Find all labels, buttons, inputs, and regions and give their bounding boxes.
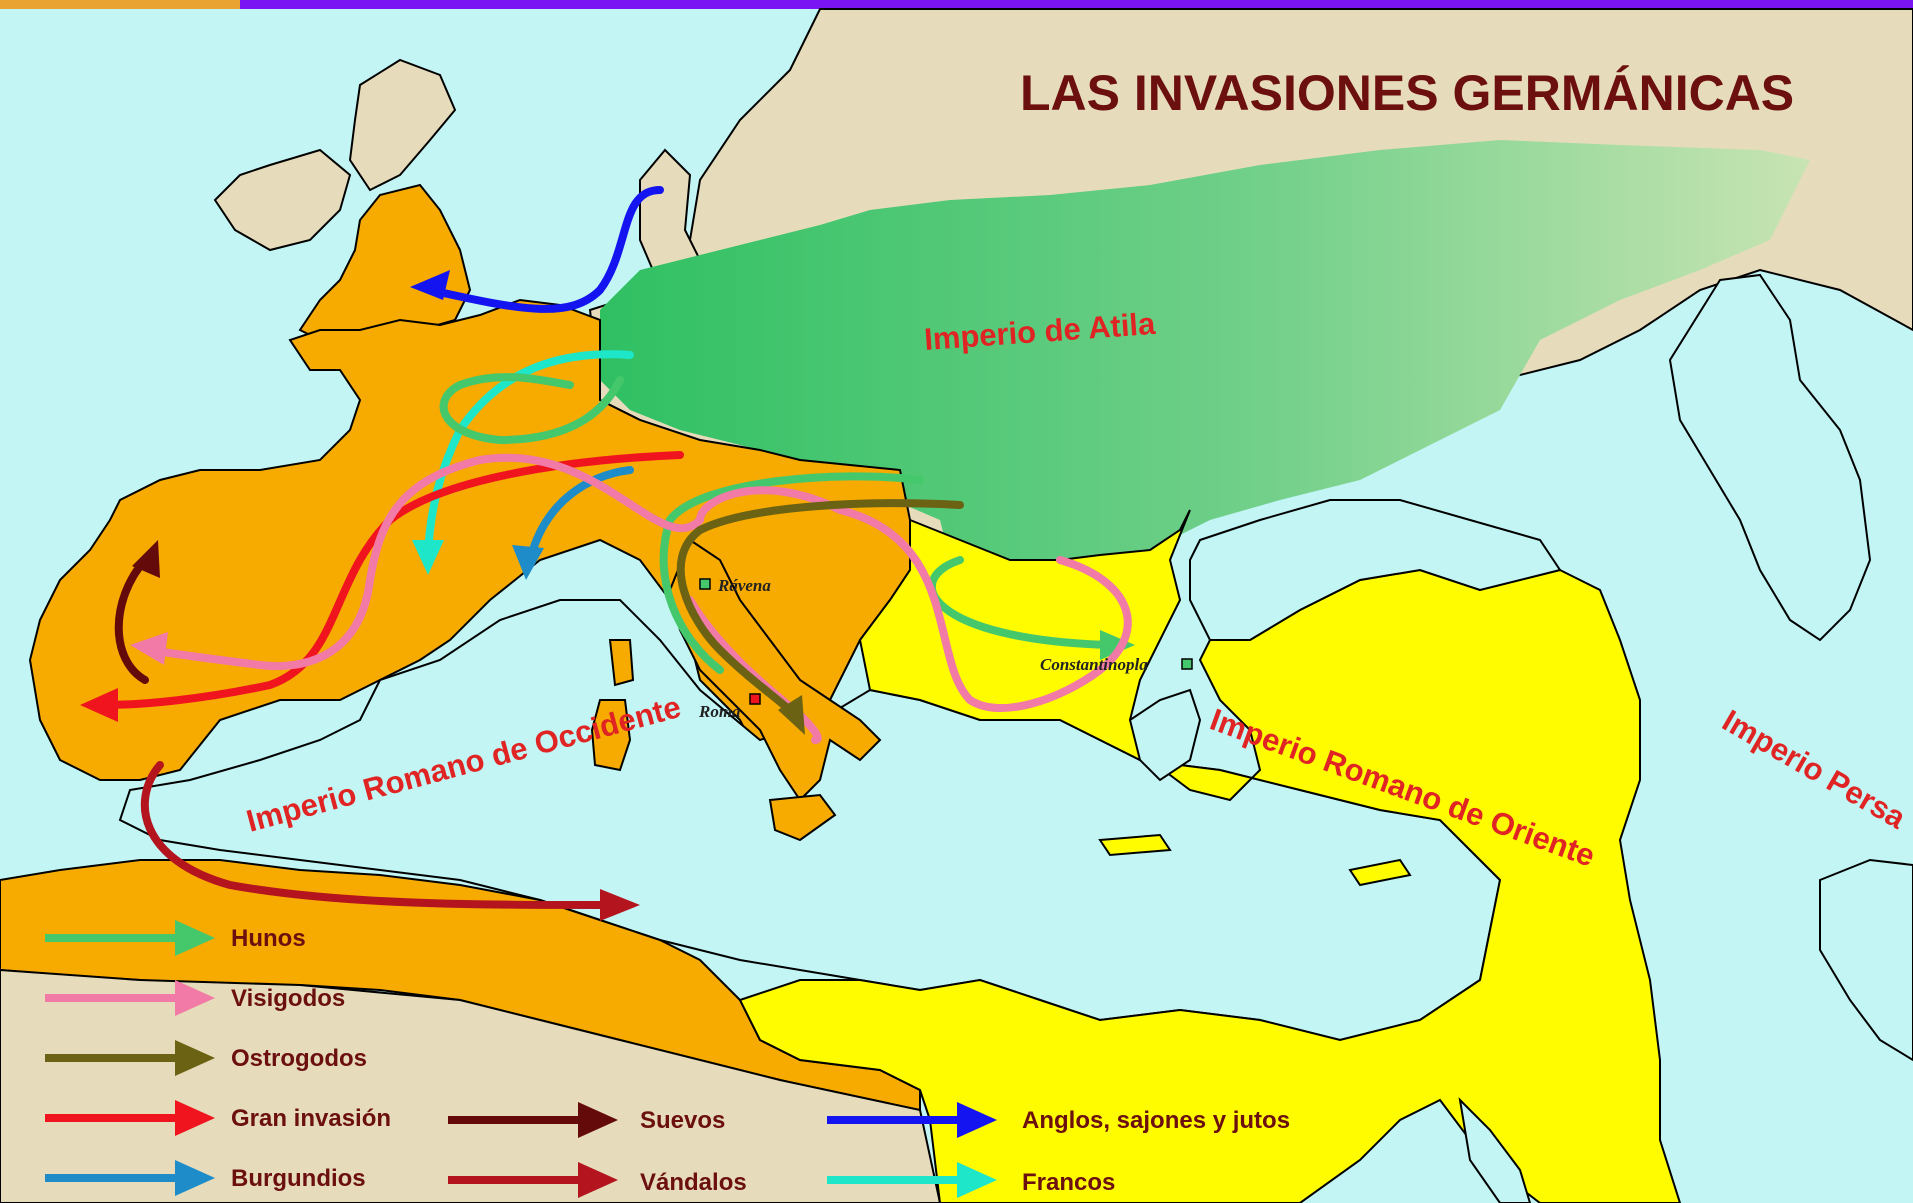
city-marker-ravena (699, 578, 711, 590)
arrowhead-visigodos (130, 632, 168, 665)
sea-caspian (1668, 273, 1872, 642)
arrow-ostrogodos (676, 499, 964, 719)
legend: Hunos Visigodos Ostrogodos Gran invasión… (45, 920, 1290, 1198)
legend-label: Vándalos (640, 1169, 747, 1196)
city-marker-constantinopla (1181, 658, 1193, 670)
arrow-burgundios (526, 466, 634, 564)
legend-label: Burgundios (231, 1165, 366, 1192)
city-label-roma: Roma (698, 702, 741, 721)
legend-item-hunos: Hunos (45, 920, 306, 956)
city-marker-roma (749, 693, 761, 705)
arrowhead-anglos (410, 270, 450, 300)
city-label-ravena: Rávena (717, 576, 771, 595)
land-africa (0, 968, 942, 1203)
land-scotland (348, 58, 457, 192)
arrow-hunos-east (928, 556, 1114, 649)
legend-label: Francos (1022, 1169, 1115, 1196)
legend-label: Anglos, sajones y jutos (1022, 1107, 1290, 1134)
arrow-anglos (426, 186, 664, 313)
legend-label: Ostrogodos (231, 1045, 367, 1072)
legend-label: Suevos (640, 1107, 725, 1134)
legend-item-suevos: Suevos (448, 1102, 725, 1138)
sea-black (1189, 499, 1562, 641)
legend-item-ostrogodos: Ostrogodos (45, 1040, 367, 1076)
legend-label: Visigodos (231, 985, 345, 1012)
legend-item-burgundios: Burgundios (45, 1160, 366, 1196)
arrow-hunos-west (439, 373, 624, 445)
arrow-francos (424, 350, 634, 559)
migration-arrows (80, 186, 1135, 921)
arrow-vandalos (140, 761, 614, 909)
map-title: LAS INVASIONES GERMÁNICAS (1020, 65, 1794, 121)
land-crete (1098, 833, 1172, 857)
legend-item-visigodos: Visigodos (45, 980, 345, 1016)
arrow-gran-invasion (101, 451, 684, 709)
legend-label: Gran invasión (231, 1105, 391, 1132)
legend-label: Hunos (231, 925, 306, 952)
arrowhead-burgundios (512, 545, 544, 580)
arrowhead-francos (412, 540, 444, 575)
legend-item-francos: Francos (827, 1162, 1115, 1198)
arrow-hunos-italy (659, 472, 924, 674)
arrowhead-ostrogodos (778, 695, 805, 735)
legend-item-vandalos: Vándalos (448, 1162, 747, 1198)
land-cyprus (1348, 858, 1412, 887)
top-stripe-purple (240, 0, 1913, 9)
legend-item-anglos: Anglos, sajones y jutos (827, 1102, 1290, 1138)
land-ireland (213, 148, 352, 252)
sea-red (1458, 1097, 1532, 1203)
land-sardinia (590, 699, 632, 772)
sea-aegean (1128, 688, 1202, 782)
sea-persian-gulf (1819, 858, 1913, 1062)
land-sicily (768, 793, 837, 842)
top-stripe-orange (0, 0, 240, 9)
land-italy (668, 538, 882, 802)
arrow-suevos (114, 556, 149, 684)
arrow-visigodos (146, 453, 1132, 712)
legend-item-gran-invasion: Gran invasión (45, 1100, 391, 1136)
city-label-constantinopla: Constantinopla (1040, 655, 1148, 674)
arrowhead-vandalos (600, 889, 640, 921)
region-attila (600, 140, 1810, 580)
arrowhead-gran-invasion (80, 688, 118, 722)
land-corsica (608, 639, 635, 687)
land-jutland (639, 148, 702, 277)
arrowhead-suevos (132, 540, 160, 578)
